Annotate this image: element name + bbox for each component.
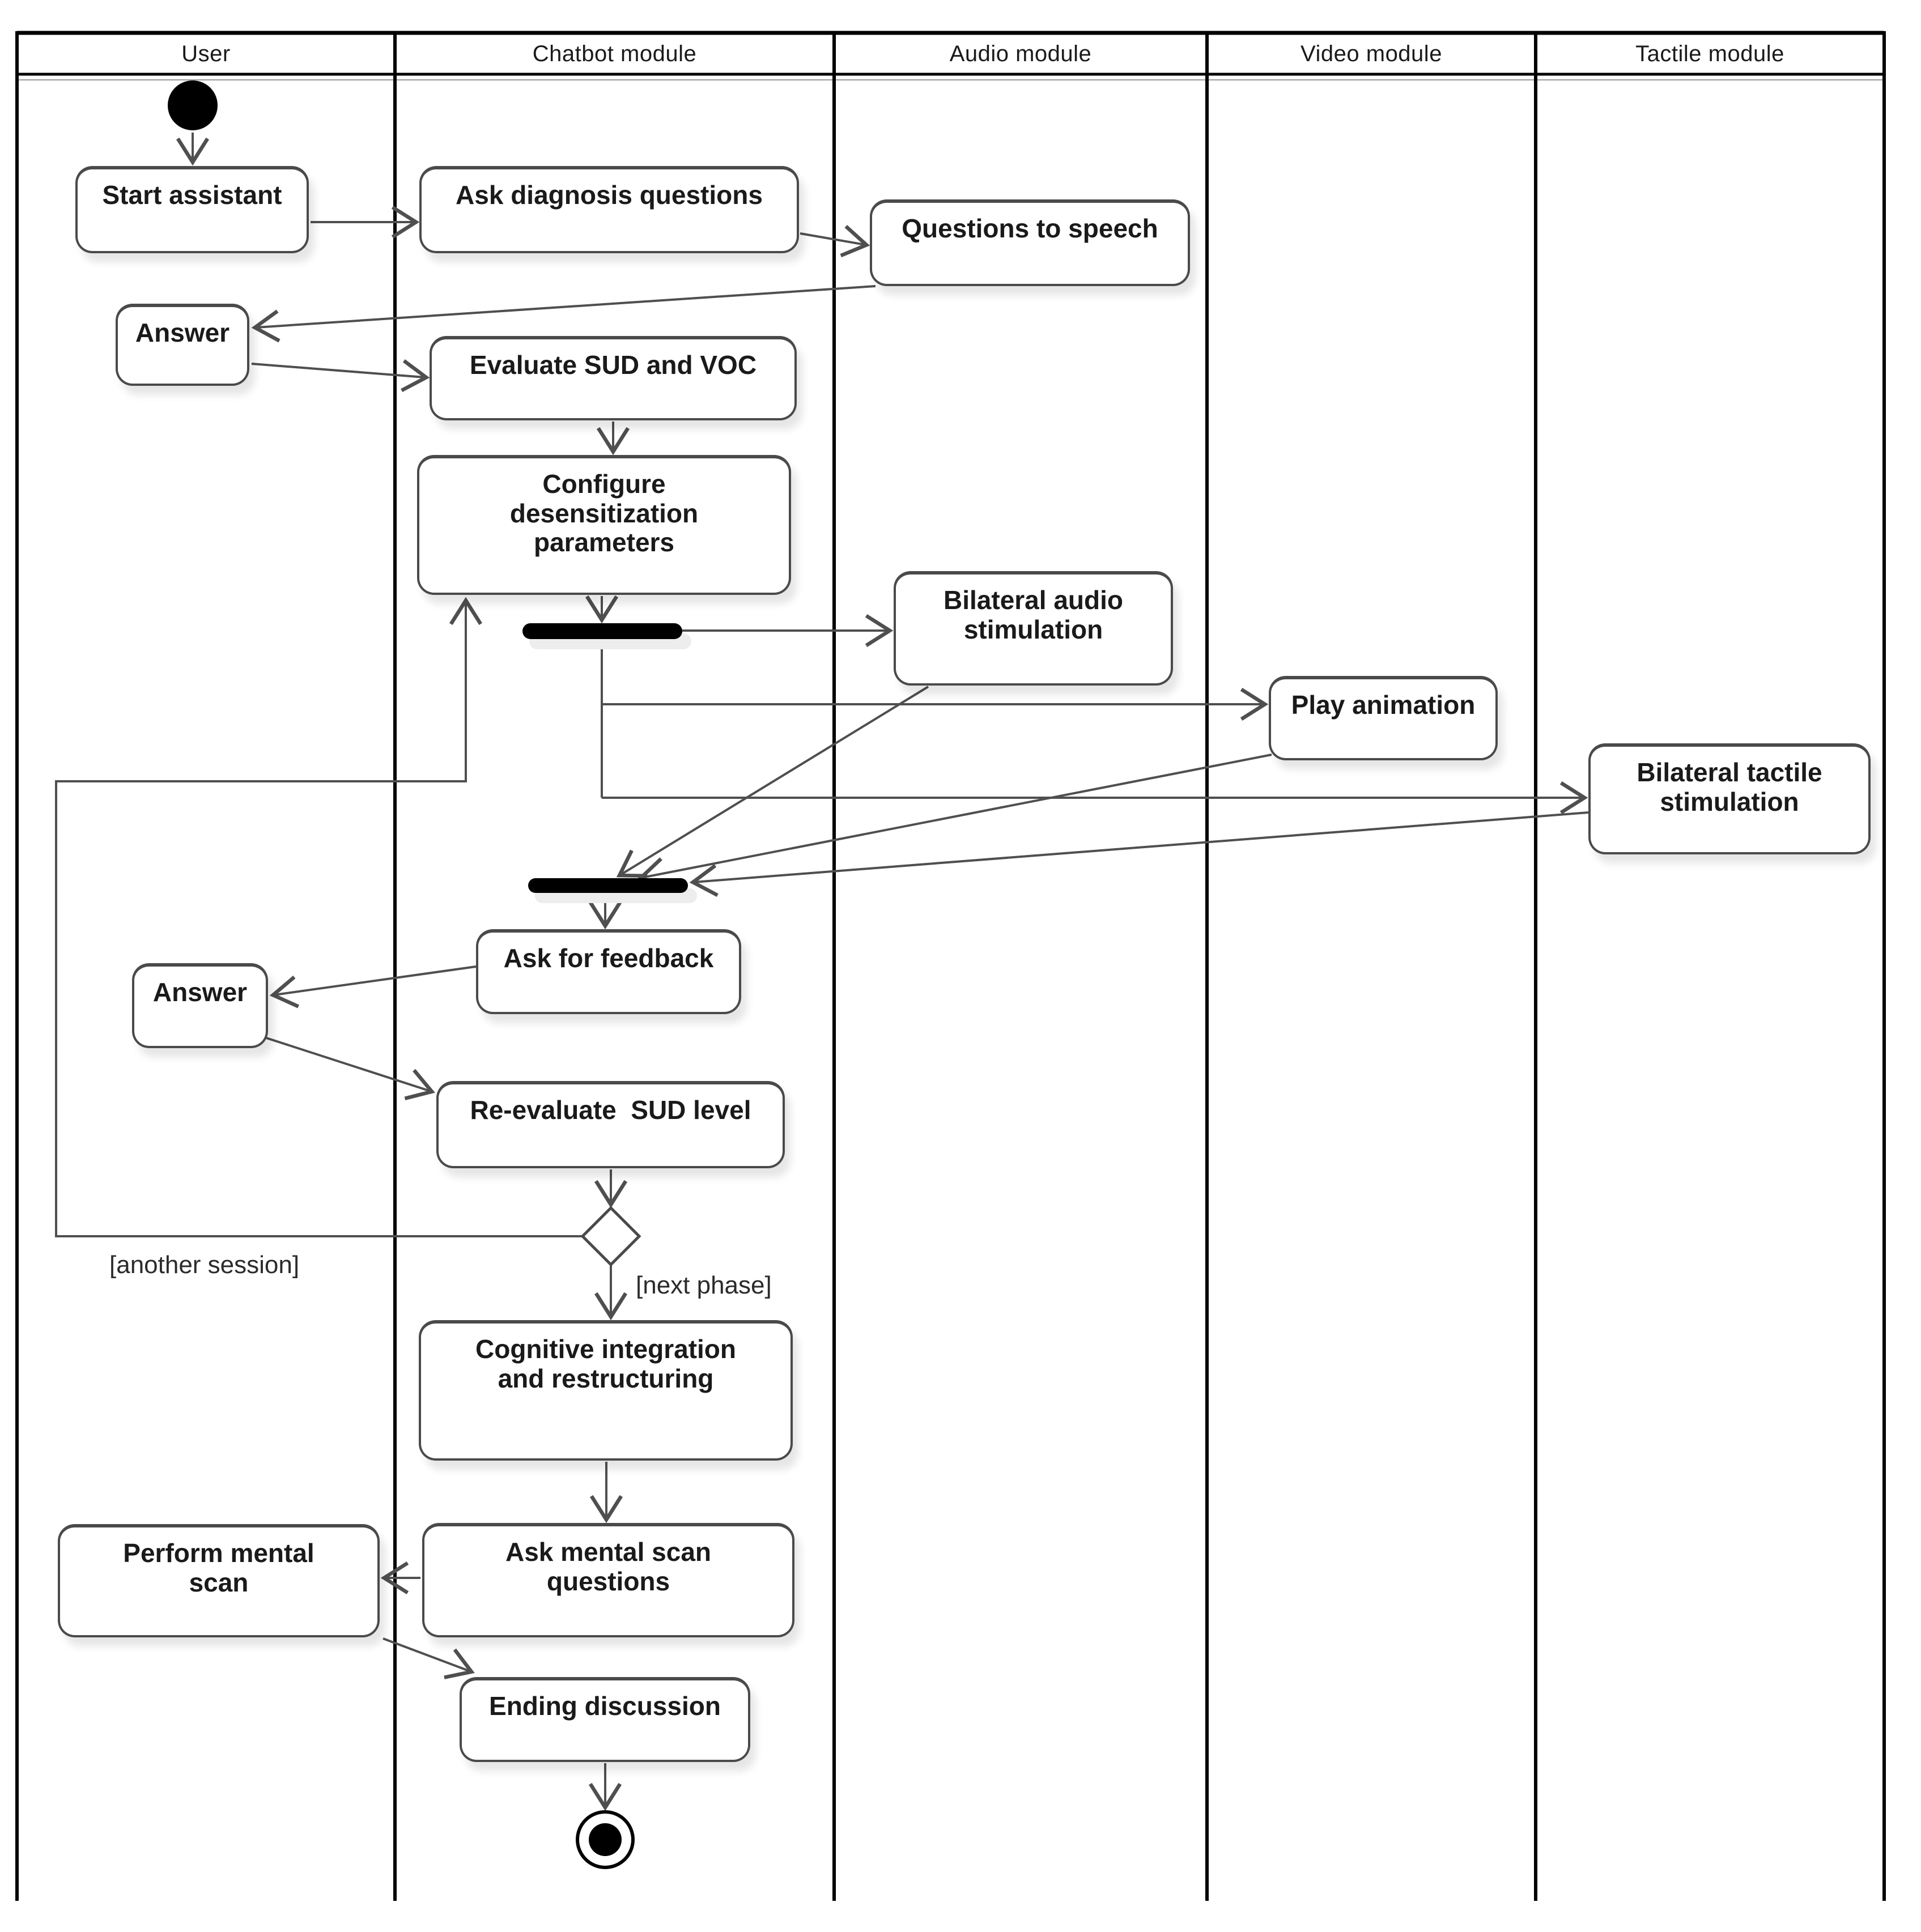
lane-header-chatbot: Chatbot module [532,41,697,66]
node-play-animation: Play animation [1269,676,1498,760]
guard-next-phase: [next phase] [636,1271,772,1299]
fork-bar [522,623,682,639]
node-answer-1: Answer [116,304,249,386]
flow-ask-feedback-to-answer [269,965,477,1008]
node-bilateral-tactile: Bilateral tactile stimulation [1588,743,1871,854]
node-perform-mental-scan: Perform mental scan [58,1524,380,1637]
guard-another-session: [another session] [109,1251,300,1279]
decision-diamond [580,1206,641,1267]
flow-decision-another-session-loop [55,597,583,1237]
flow-answer-to-re-evaluate [266,1037,435,1101]
node-cognitive-integration: Cognitive integration and restructuring [419,1320,793,1461]
lane-header-tactile: Tactile module [1635,41,1784,66]
flow-play-animation-to-join [637,754,1272,890]
flow-bilateral-tactile-to-join [689,811,1589,897]
node-ask-diagnosis: Ask diagnosis questions [419,166,799,253]
flow-perform-to-ending [382,1637,475,1679]
flow-ask-diagnosis-to-questions-to-speech [800,224,870,258]
node-evaluate-sud-voc: Evaluate SUD and VOC [430,336,797,420]
flow-answer-to-evaluate-sud [251,359,430,392]
node-ask-mental-scan: Ask mental scan questions [422,1523,794,1637]
node-start-assistant: Start assistant [75,166,309,253]
flow-bilateral-audio-to-join [616,686,929,878]
final-node [576,1810,635,1869]
node-bilateral-audio: Bilateral audio stimulation [894,571,1173,686]
node-answer-2: Answer [132,963,268,1048]
lane-header-user: User [181,41,231,66]
node-ask-for-feedback: Ask for feedback [476,929,741,1014]
flow-questions-to-speech-to-answer [251,285,876,343]
node-re-evaluate-sud: Re-evaluate SUD level [436,1081,785,1168]
node-configure-desensitization: Configure desensitization parameters [417,455,791,595]
lane-header-video: Video module [1300,41,1442,66]
lane-header-audio: Audio module [949,41,1092,66]
node-ending-discussion: Ending discussion [460,1677,750,1762]
node-questions-to-speech: Questions to speech [870,199,1190,286]
join-bar [528,878,688,893]
swimlane-frame [15,31,1886,1901]
initial-node [168,80,218,130]
